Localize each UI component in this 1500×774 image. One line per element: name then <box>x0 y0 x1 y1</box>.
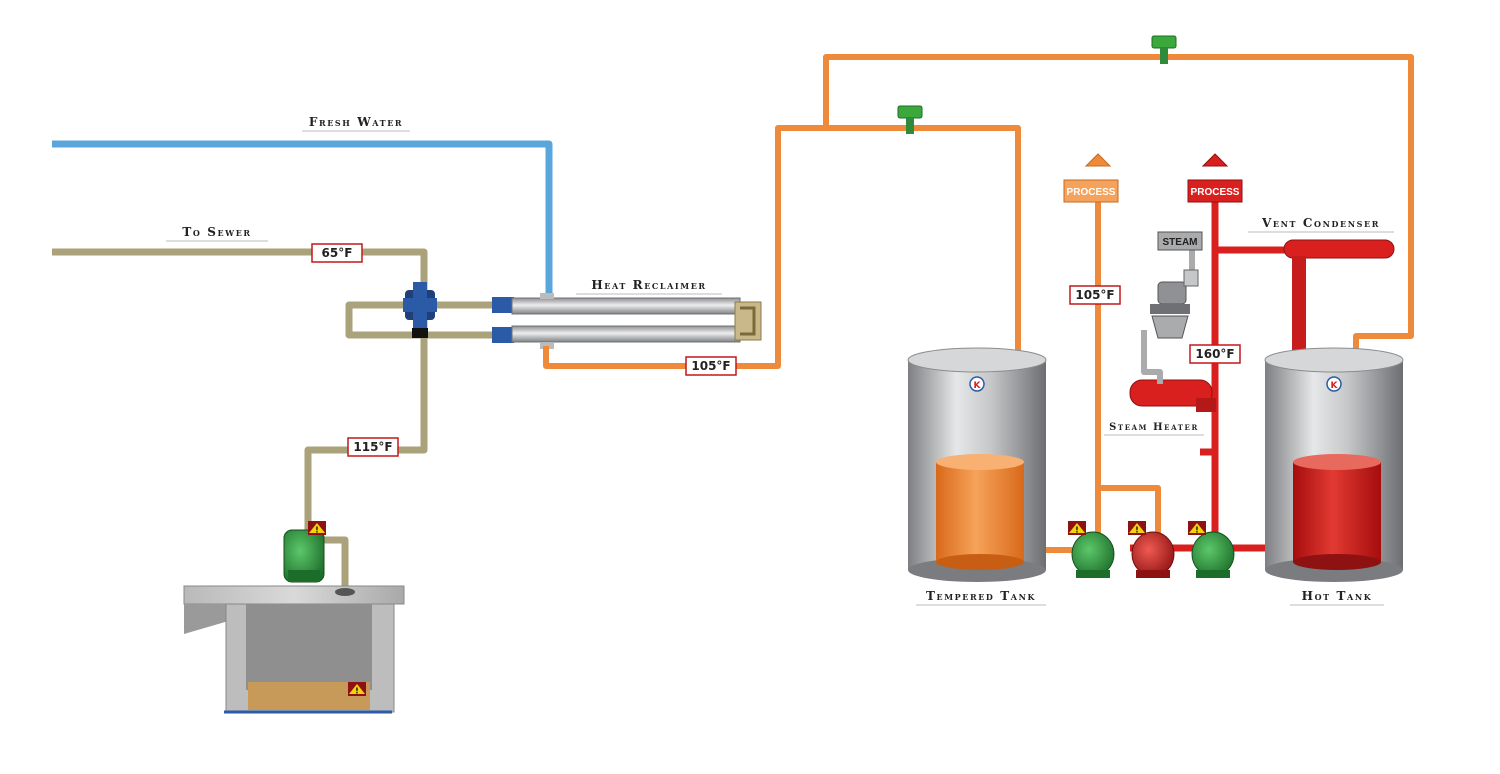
svg-text:105°F: 105°F <box>1075 288 1114 302</box>
svg-text:105°F: 105°F <box>691 359 730 373</box>
hot-process-pump[interactable] <box>1191 531 1235 578</box>
caption-fresh-water: Fresh Water <box>302 112 410 132</box>
hot-tank: K <box>1264 347 1404 582</box>
warning-icon: ! <box>1188 521 1206 535</box>
svg-text:!: ! <box>1135 526 1139 535</box>
svg-text:!: ! <box>1075 526 1079 535</box>
caption-vent-condenser: Vent Condenser <box>1248 213 1394 233</box>
tempered-process-pump[interactable] <box>1071 531 1115 578</box>
temp-tag-process-orange: 105°F <box>1069 285 1121 305</box>
svg-text:Steam Heater: Steam Heater <box>1109 422 1199 433</box>
warning-icon: ! <box>1128 521 1146 535</box>
steam-tag: STEAM <box>1157 231 1203 251</box>
steam-pipe <box>1141 250 1195 384</box>
warning-icon: ! <box>1068 521 1086 535</box>
temp-tag-sump-line: 115°F <box>347 437 399 457</box>
svg-text:Hot Tank: Hot Tank <box>1302 589 1373 603</box>
temp-tag-reclaimer-out: 105°F <box>685 356 737 376</box>
caption-tempered-tank: Tempered Tank <box>916 586 1046 606</box>
warning-icon: ! <box>348 682 366 696</box>
warning-icon: ! <box>308 521 326 535</box>
caption-to-sewer: To Sewer <box>166 222 268 242</box>
svg-text:To Sewer: To Sewer <box>182 225 251 239</box>
svg-text:115°F: 115°F <box>353 440 392 454</box>
svg-text:K: K <box>974 381 982 391</box>
svg-text:Heat Reclaimer: Heat Reclaimer <box>591 278 706 292</box>
svg-text:!: ! <box>1195 526 1199 535</box>
steam-heater <box>1129 379 1216 412</box>
steam-control-valve <box>1150 269 1199 339</box>
svg-text:!: ! <box>315 526 319 535</box>
caption-steam-heater: Steam Heater <box>1104 416 1204 436</box>
tempered-tank: K <box>907 347 1047 582</box>
svg-text:65°F: 65°F <box>322 246 353 260</box>
heat-reclaimer <box>492 293 762 349</box>
fresh-water-pipe <box>52 140 553 296</box>
svg-text:K: K <box>1331 381 1339 391</box>
svg-text:STEAM: STEAM <box>1163 237 1198 248</box>
svg-text:!: ! <box>355 687 359 696</box>
svg-text:Tempered Tank: Tempered Tank <box>926 589 1036 603</box>
vent-condenser <box>1283 239 1395 356</box>
sump-pump[interactable] <box>283 529 325 583</box>
process-arrow-red: PROCESS <box>1187 153 1243 203</box>
caption-heat-reclaimer: Heat Reclaimer <box>576 275 722 295</box>
svg-text:Vent Condenser: Vent Condenser <box>1261 216 1380 230</box>
caption-hot-tank: Hot Tank <box>1290 586 1384 606</box>
svg-text:PROCESS: PROCESS <box>1067 187 1116 198</box>
svg-text:160°F: 160°F <box>1195 347 1234 361</box>
drain-tee-fitting <box>403 282 437 338</box>
temp-tag-steam-heater: 160°F <box>1189 344 1241 364</box>
sump-pit <box>183 585 405 714</box>
hot-recirc-pump[interactable] <box>1131 531 1175 578</box>
svg-text:PROCESS: PROCESS <box>1191 187 1240 198</box>
temp-tag-to-sewer: 65°F <box>311 243 363 263</box>
tempered-bypass-valve[interactable] <box>897 105 923 134</box>
tank-logo-icon <box>1326 376 1342 392</box>
hot-return-valve[interactable] <box>1151 35 1177 64</box>
svg-text:Fresh Water: Fresh Water <box>309 115 403 129</box>
tank-logo-icon <box>969 376 985 392</box>
process-arrow-orange: PROCESS <box>1063 153 1119 203</box>
